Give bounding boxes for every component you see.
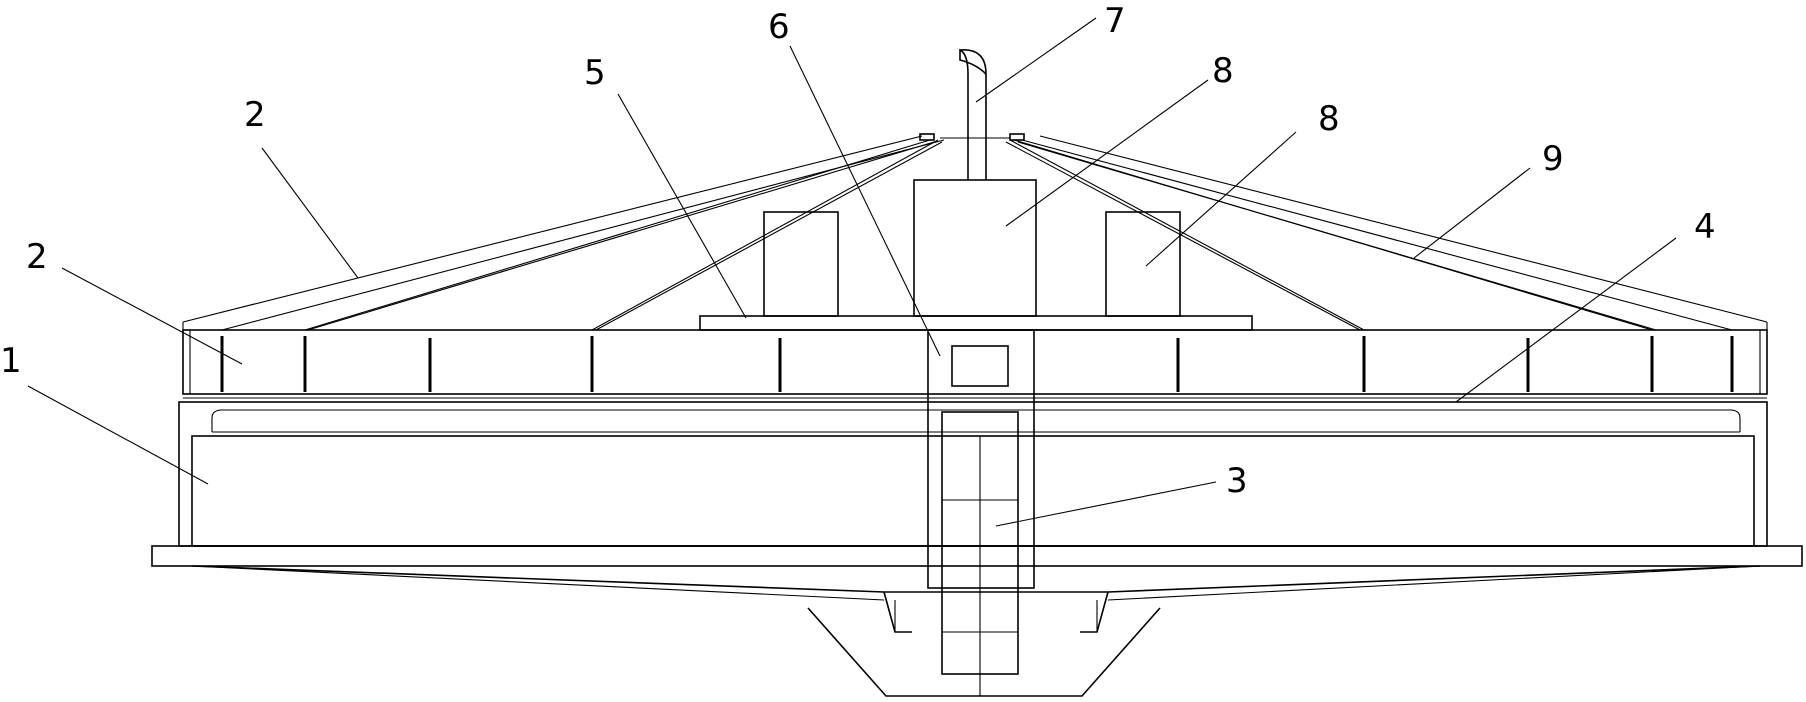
label-6: 6 [768, 7, 790, 47]
railing-posts [220, 336, 1734, 392]
label-4: 4 [1694, 207, 1716, 247]
leader-lines [27, 17, 1677, 527]
label-3: 3 [1226, 461, 1248, 501]
label-2-side: 2 [26, 237, 48, 277]
cable-stays [221, 133, 1733, 331]
platform-base [699, 315, 1253, 331]
control-box [951, 345, 1009, 387]
label-7: 7 [1104, 1, 1126, 41]
exhaust-pipe [959, 48, 987, 180]
reference-labels: 1 2 2 3 4 5 6 7 8 8 9 [0, 1, 1716, 501]
label-5: 5 [584, 53, 606, 93]
central-column [927, 329, 1035, 696]
label-2-top: 2 [244, 95, 266, 135]
drive-housings [763, 179, 1181, 317]
tank-body [178, 401, 1768, 547]
label-9: 9 [1542, 139, 1564, 179]
label-1: 1 [0, 341, 22, 381]
label-8-center: 8 [1212, 51, 1234, 91]
label-8-right: 8 [1318, 99, 1340, 139]
bridge-walkway [182, 135, 1768, 399]
